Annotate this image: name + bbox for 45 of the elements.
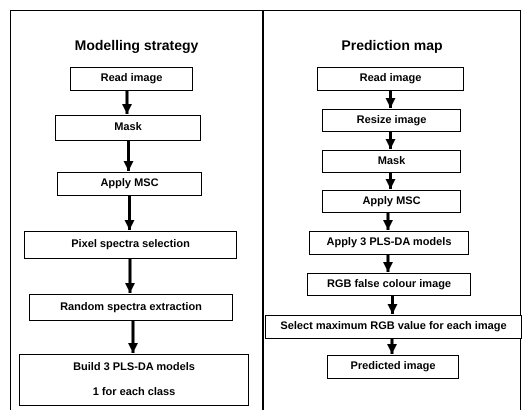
arrow — [383, 212, 393, 230]
process-box — [322, 190, 461, 213]
process-box — [29, 294, 233, 321]
box-label: Apply MSC — [100, 177, 159, 191]
process-box — [309, 231, 469, 255]
arrow — [383, 254, 393, 272]
arrow — [124, 195, 134, 230]
process-box — [317, 67, 464, 91]
box-label: Random spectra extraction — [60, 300, 202, 314]
process-box — [322, 109, 461, 132]
process-box — [19, 354, 249, 406]
arrow — [128, 320, 138, 353]
arrow — [386, 90, 396, 108]
arrow — [122, 90, 132, 114]
box-label: 1 for each class — [92, 386, 176, 400]
box-label: Resize image — [356, 114, 426, 128]
panel — [10, 10, 263, 410]
panel-heading: Prediction map — [340, 36, 444, 55]
process-box — [24, 231, 237, 259]
box-label: Apply MSC — [362, 194, 421, 208]
box-label: Build 3 PLS-DA models — [73, 360, 195, 374]
process-box — [57, 172, 202, 196]
process-box — [265, 315, 522, 339]
process-box — [70, 67, 193, 91]
arrow — [124, 140, 134, 171]
box-label: Select maximum RGB value for each image — [280, 320, 507, 334]
box-label: Pixel spectra selection — [71, 238, 190, 252]
panel-heading: Modelling strategy — [74, 36, 200, 55]
box-label: Read image — [100, 72, 162, 86]
process-box — [322, 150, 461, 173]
arrow — [386, 172, 396, 189]
arrow — [386, 131, 396, 149]
arrow — [388, 295, 398, 314]
box-label: Read image — [360, 72, 422, 86]
arrow — [387, 338, 397, 354]
box-label: Mask — [114, 121, 142, 135]
panel — [263, 10, 521, 410]
arrow — [125, 258, 135, 293]
process-box — [307, 273, 471, 296]
box-label: Mask — [378, 154, 406, 168]
box-label: RGB false colour image — [326, 278, 452, 292]
process-box — [327, 355, 459, 379]
process-box — [55, 115, 201, 141]
box-label: Apply 3 PLS-DA models — [326, 236, 452, 250]
box-label: Predicted image — [350, 360, 436, 374]
